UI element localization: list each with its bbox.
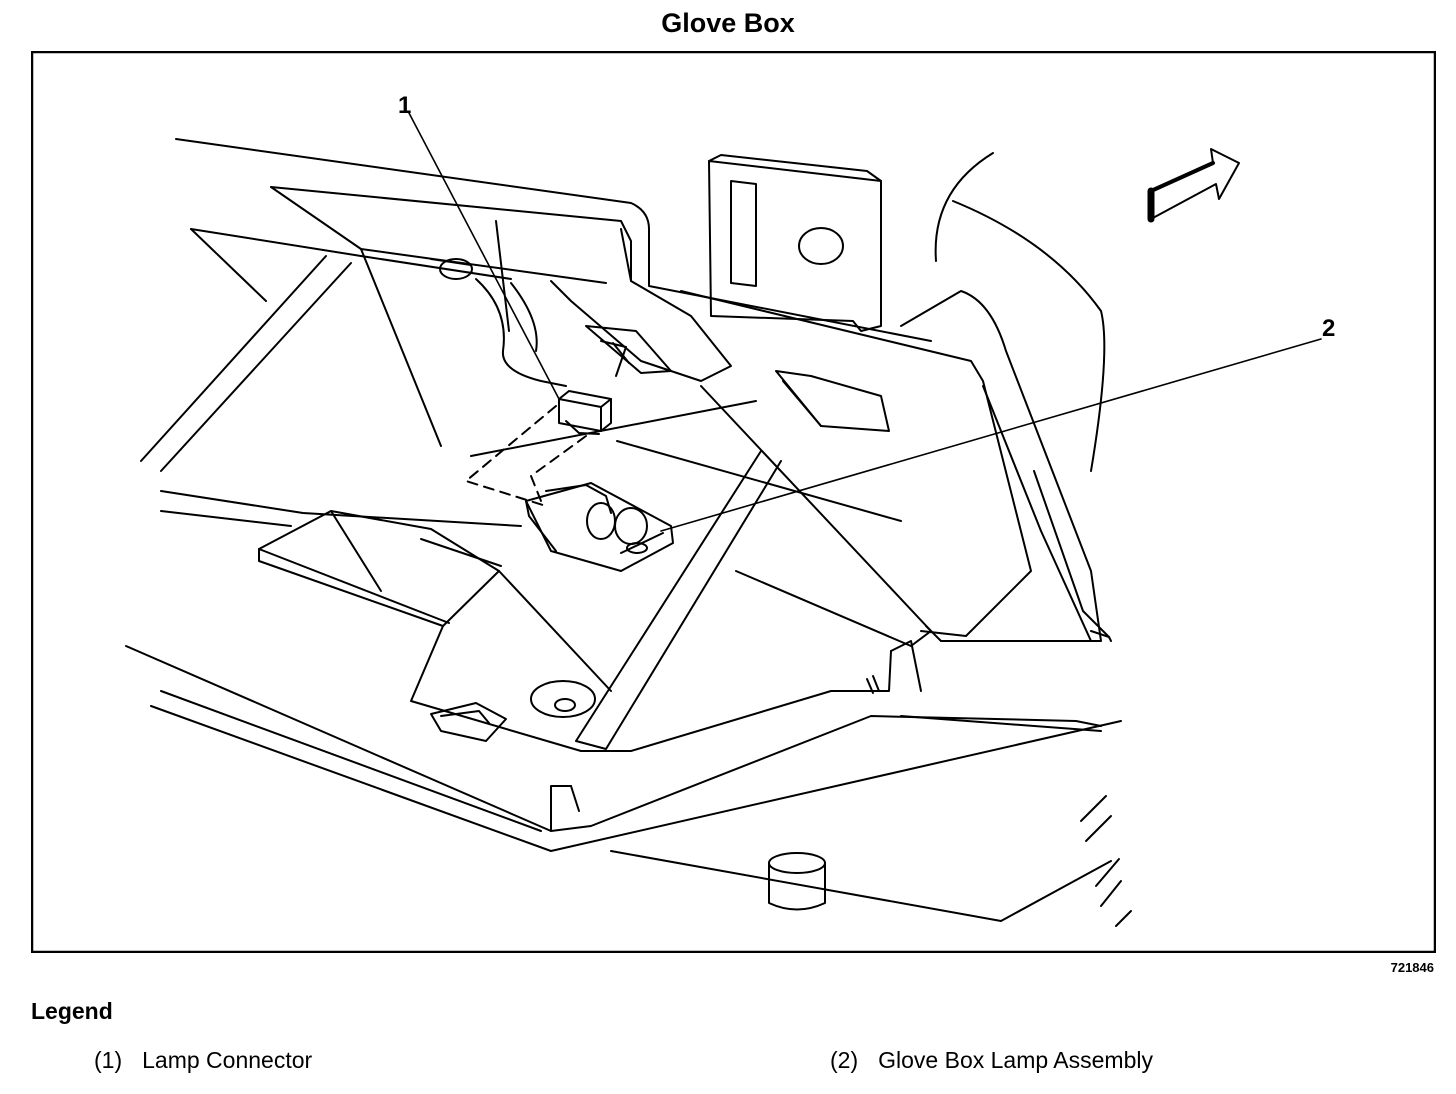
glove-box-illustration xyxy=(31,51,1436,953)
legend-item-label: Lamp Connector xyxy=(142,1047,313,1073)
callout-2: 2 xyxy=(1322,315,1336,342)
page-title: Glove Box xyxy=(661,8,795,38)
diagram-frame xyxy=(31,51,1436,953)
figure-id: 721846 xyxy=(1390,960,1434,975)
legend-item-label: Glove Box Lamp Assembly xyxy=(878,1047,1153,1073)
legend-item-number: (2) xyxy=(830,1047,859,1073)
legend-heading: Legend xyxy=(31,998,113,1024)
callout-1: 1 xyxy=(398,92,412,119)
legend-item-lamp-connector: (1) Lamp Connector xyxy=(94,1047,312,1074)
legend-item-number: (1) xyxy=(94,1047,123,1073)
legend-item-glove-box-lamp-assembly: (2) Glove Box Lamp Assembly xyxy=(830,1047,1153,1074)
